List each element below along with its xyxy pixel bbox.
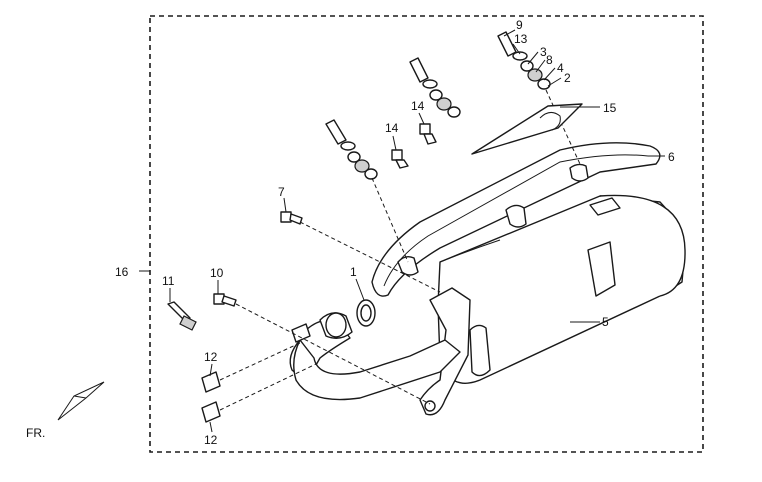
bolt-stack-right [497, 31, 551, 90]
front-direction-label: FR. [26, 426, 45, 440]
bolt-part-14-left [391, 149, 409, 169]
callout-8: 8 [546, 53, 553, 67]
nut-part-12-lower [201, 401, 221, 423]
assembly-boundary-frame [149, 15, 704, 453]
callout-14-right: 14 [411, 99, 425, 113]
bolt-stack-middle [409, 57, 461, 118]
bolt-part-14-right [419, 123, 437, 145]
clip-plate-part-15 [471, 103, 583, 155]
bolt-stack-left [325, 119, 378, 180]
callout-10: 10 [210, 266, 224, 280]
callout-14-left: 14 [385, 121, 399, 135]
callout-1: 1 [350, 265, 357, 279]
callout-5: 5 [602, 315, 609, 329]
callout-15: 15 [603, 101, 617, 115]
stud-part-11 [167, 301, 197, 331]
callout-16: 16 [115, 265, 129, 279]
callout-6: 6 [668, 150, 675, 164]
bolt-part-7 [280, 211, 303, 225]
callout-9: 9 [516, 18, 523, 32]
callout-4: 4 [557, 61, 564, 75]
callout-3: 3 [540, 45, 547, 59]
callout-11: 11 [162, 274, 175, 288]
muffler-heat-shield-bracket [587, 241, 616, 297]
pipe-flange-opening [325, 312, 347, 338]
bolt-part-10 [213, 293, 237, 307]
callout-2: 2 [564, 71, 571, 85]
callout-12-lower: 12 [204, 433, 218, 447]
front-direction-arrow-icon [57, 381, 105, 421]
callout-12-upper: 12 [204, 350, 218, 364]
muffler-heat-guard [371, 142, 661, 297]
callout-7: 7 [278, 185, 285, 199]
muffler-body [437, 194, 686, 384]
callout-13: 13 [514, 32, 528, 46]
nut-part-12-upper [201, 371, 221, 393]
